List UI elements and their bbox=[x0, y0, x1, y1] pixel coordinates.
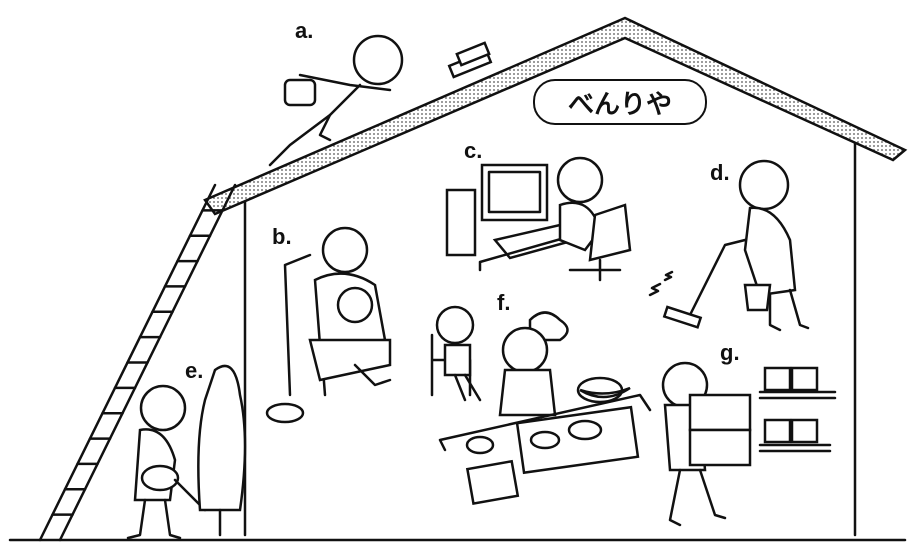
label-f: f. bbox=[497, 290, 511, 315]
roof-tiles bbox=[447, 41, 493, 79]
figure-a-roof-worker bbox=[268, 34, 404, 167]
label-g: g. bbox=[720, 340, 740, 365]
figure-c-computer-user bbox=[445, 156, 632, 282]
label-c: c. bbox=[464, 138, 483, 163]
roof bbox=[203, 16, 908, 216]
figure-g-mover bbox=[661, 361, 837, 527]
figure-f-cook bbox=[430, 305, 652, 505]
label-d: d. bbox=[710, 160, 730, 185]
label-a: a. bbox=[295, 18, 314, 43]
figure-d-vacuum bbox=[648, 159, 810, 332]
ladder bbox=[38, 183, 237, 542]
figure-e-gardener bbox=[126, 364, 247, 540]
label-b: b. bbox=[272, 224, 292, 249]
house bbox=[8, 133, 907, 542]
shop-sign: べんりや bbox=[533, 79, 707, 125]
label-e: e. bbox=[185, 358, 204, 383]
figure-b-cat-sitter bbox=[265, 226, 392, 424]
